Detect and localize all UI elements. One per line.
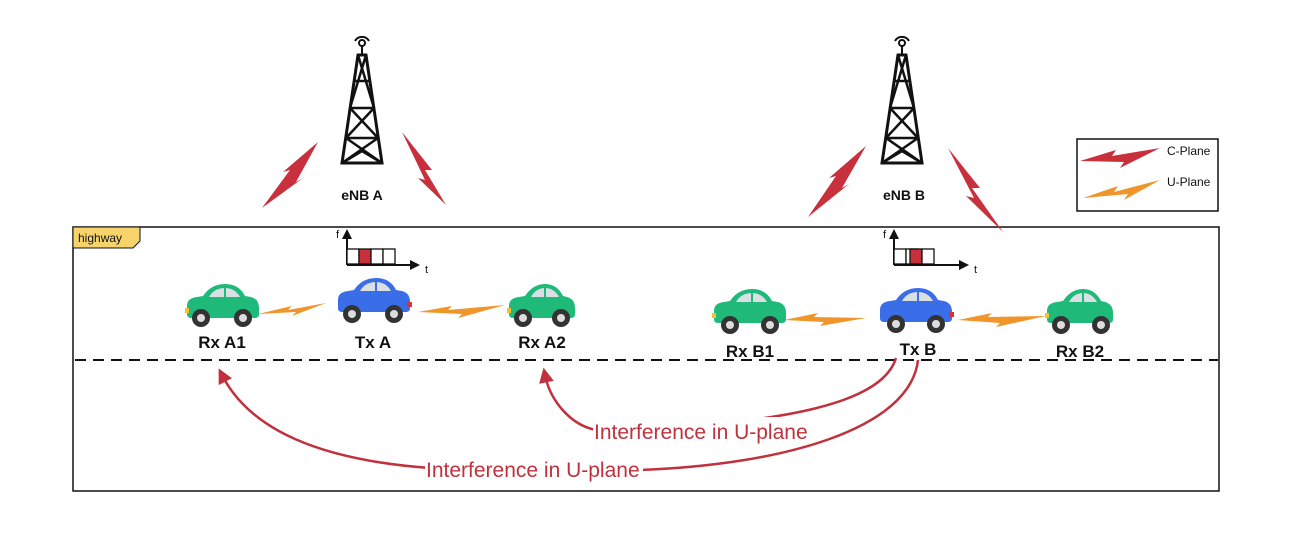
car-label-rx-b1: Rx B1 — [726, 342, 774, 361]
u-plane-bolt-icon — [418, 305, 505, 318]
highway-tag-label: highway — [78, 231, 122, 245]
tower-icon — [880, 35, 924, 165]
c-plane-bolt-icon — [948, 148, 1003, 232]
highway-frame — [72, 226, 1220, 492]
u-plane-bolt-icon — [784, 313, 866, 326]
interference-label-near: Interference in U-plane — [594, 421, 808, 444]
highway-tag: highway — [72, 226, 141, 249]
tower-icon — [340, 35, 384, 165]
legend-c-plane-label: C-Plane — [1167, 144, 1211, 158]
grid-axis-t: t — [425, 264, 428, 276]
car-label-rx-a2: Rx A2 — [518, 333, 566, 352]
car-label-rx-a1: Rx A1 — [198, 333, 246, 352]
car-rx-a1 — [185, 284, 259, 327]
resource-grid-b: f t — [883, 229, 977, 276]
legend-u-plane-icon — [1083, 180, 1160, 200]
legend-u-plane-label: U-Plane — [1167, 175, 1211, 189]
car-rx-a2 — [507, 284, 575, 327]
grid-axis-t: t — [974, 264, 977, 276]
u-plane-bolt-icon — [958, 313, 1046, 327]
station-a-label: eNB A — [341, 187, 383, 203]
station-b-label: eNB B — [883, 187, 925, 203]
interference-label-far: Interference in U-plane — [426, 459, 640, 482]
c-plane-bolt-icon — [808, 146, 866, 217]
car-label-tx-a: Tx A — [355, 333, 391, 352]
c-plane-bolt-icon — [262, 142, 318, 208]
grid-axis-f: f — [336, 229, 340, 241]
legend-c-plane-icon — [1080, 148, 1160, 168]
interference-arrow-far — [218, 359, 920, 472]
car-rx-b1 — [712, 289, 786, 334]
car-tx-a — [338, 278, 412, 323]
legend: C-Plane U-Plane — [1076, 138, 1219, 212]
car-rx-b2 — [1045, 289, 1113, 334]
grid-axis-f: f — [883, 229, 887, 241]
c-plane-bolt-icon — [402, 132, 446, 205]
car-tx-b — [880, 288, 954, 333]
car-label-tx-b: Tx B — [900, 340, 937, 359]
car-label-rx-b2: Rx B2 — [1056, 342, 1104, 361]
resource-grid-a: f t — [336, 229, 428, 276]
u-plane-bolt-icon — [258, 303, 326, 316]
